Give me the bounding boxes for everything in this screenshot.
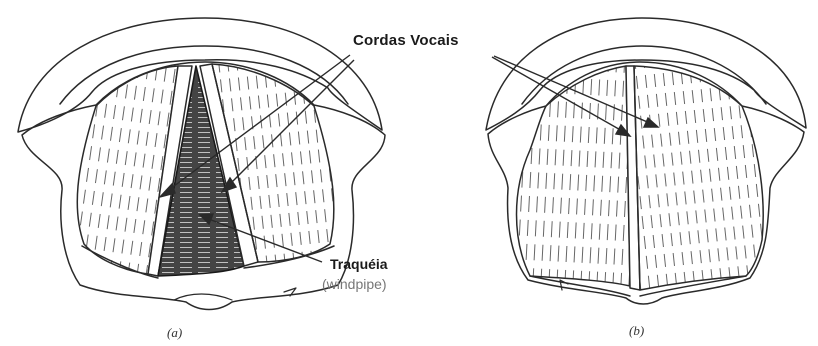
trachea-label: Traquéia bbox=[330, 257, 388, 271]
panel-b-caption: (b) bbox=[629, 324, 644, 337]
vocal-cords-label: Cordas Vocais bbox=[353, 33, 459, 48]
panel-a-bottom-notch bbox=[174, 294, 232, 300]
panel-b-right-vocal-fold bbox=[634, 66, 763, 290]
windpipe-label: (windpipe) bbox=[322, 277, 387, 291]
panel-a-caption: (a) bbox=[167, 326, 182, 339]
panel-b-left-vocal-fold bbox=[517, 66, 631, 286]
panel-b-closed-glottis bbox=[486, 18, 806, 304]
